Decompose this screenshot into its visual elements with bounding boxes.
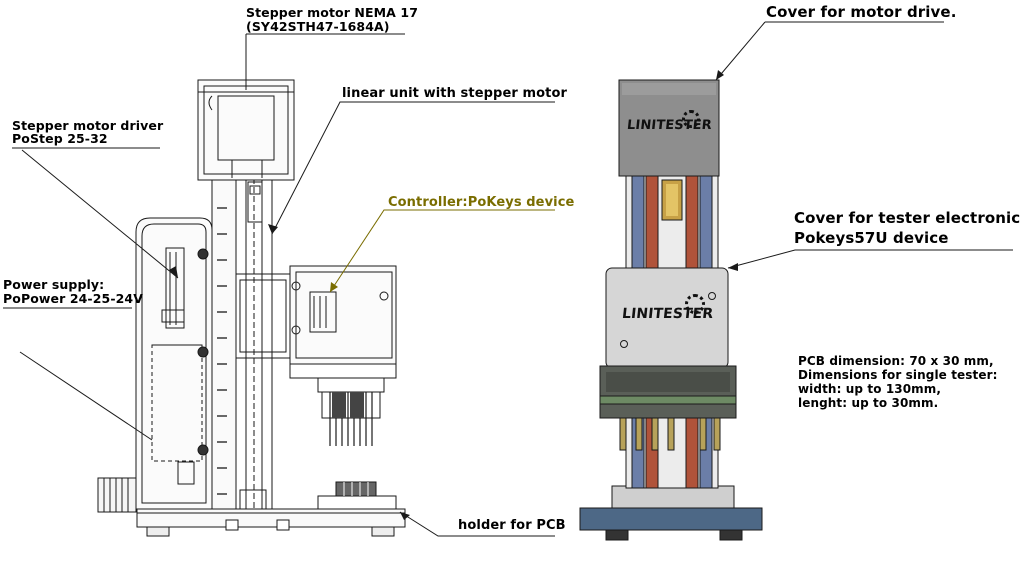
driver-label-2: PoStep 25-32 [12, 131, 108, 146]
side-view-drawing [97, 79, 406, 537]
stepper-motor-label-1: Stepper motor NEMA 17 [246, 5, 418, 20]
carriage [235, 273, 291, 359]
cover-motor-label: Cover for motor drive. [766, 3, 957, 21]
leader-lines [3, 21, 1013, 537]
controller-box [289, 265, 397, 379]
driver-label-1: Stepper motor driver [12, 118, 164, 133]
pcb-spec-line-3: width: up to 130mm, [798, 382, 942, 396]
motor-cover [618, 79, 720, 177]
leader-linear-unit [271, 101, 555, 235]
leader-controller [329, 209, 555, 293]
gear-icon [685, 294, 705, 314]
base-plate [136, 508, 406, 528]
linear-unit-label: linear unit with stepper motor [342, 86, 568, 101]
foot-left [146, 526, 170, 537]
stepper-motor-label-2: (SY42STH47-1684A) [246, 19, 390, 34]
foot-right [371, 526, 395, 537]
test-head [317, 377, 385, 446]
power-supply-label-1: Power supply: [3, 277, 105, 292]
cable-gland [97, 477, 137, 513]
cover-tester-label-2: Pokeys57U device [794, 229, 949, 247]
pcb-holder [317, 481, 397, 510]
front-base-plate [579, 507, 763, 531]
controller-label: Controller:PoKeys device [388, 195, 575, 210]
linear-column [211, 177, 291, 510]
stepper-motor [197, 79, 295, 181]
pcb-spec-line-1: PCB dimension: 70 x 30 mm, [798, 354, 994, 368]
leader-holder [399, 511, 555, 537]
front-pogo-pins [619, 417, 721, 451]
gear-icon [682, 110, 700, 128]
holder-label: holder for PCB [458, 518, 566, 533]
power-supply-label-2: PoPower 24-25-24V [3, 291, 143, 306]
driver-module [165, 247, 185, 329]
leader-cover-tester [727, 249, 1013, 269]
cover-tester-label-1: Cover for tester electronics [794, 209, 1021, 227]
pcb-spec-line-2: Dimensions for single tester: [798, 368, 998, 382]
electronics-box [135, 217, 213, 510]
pcb-spec-line-4: lenght: up to 30mm. [798, 396, 939, 410]
front-view-drawing [579, 79, 763, 541]
arrowheads [169, 70, 738, 520]
